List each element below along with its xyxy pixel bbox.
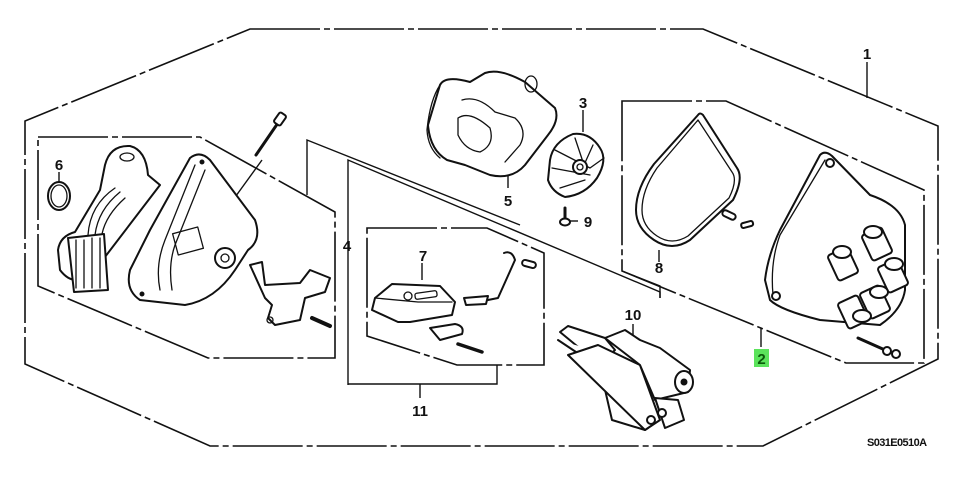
callout-11[interactable]: 11 [412, 403, 428, 420]
callout-7[interactable]: 7 [419, 248, 427, 265]
frame-assembly-1 [24, 28, 939, 447]
cap-seal-part[interactable] [635, 112, 741, 247]
callout-1[interactable]: 1 [863, 46, 871, 63]
bracket-group-11 [348, 365, 498, 385]
cap-screw-parts[interactable] [721, 209, 755, 230]
leader-housing-bolt [232, 159, 263, 201]
callout-6[interactable]: 6 [55, 157, 63, 174]
rotor-part[interactable] [547, 132, 605, 198]
callout-2-highlight[interactable]: 2 [754, 349, 769, 368]
callout-2[interactable]: 2 [757, 351, 765, 368]
distributor-housing-part[interactable] [57, 144, 259, 306]
igniter-lead-part[interactable] [463, 251, 537, 306]
housing-bolt-part[interactable] [254, 111, 287, 157]
rotor-screw-part[interactable] [559, 206, 571, 227]
leak-cover-part[interactable] [426, 70, 558, 178]
callout-10[interactable]: 10 [625, 307, 642, 324]
igniter-unit-part[interactable] [371, 283, 484, 354]
callout-5[interactable]: 5 [504, 193, 512, 210]
callout-8[interactable]: 8 [655, 260, 663, 277]
diagram-reference-code: S031E0510A [867, 437, 927, 449]
callout-3[interactable]: 3 [579, 95, 587, 112]
frame-igniter-set [366, 227, 545, 366]
frame-housing-group [37, 136, 336, 359]
cap-terminal-towers [827, 225, 909, 330]
cap-bolt-part[interactable] [856, 336, 901, 359]
bracket-group-4 [306, 138, 521, 226]
callout-9[interactable]: 9 [584, 214, 592, 231]
o-ring-part[interactable] [47, 181, 71, 211]
distributor-cap-part[interactable] [764, 151, 909, 330]
bracket-group-8 [621, 270, 661, 298]
callout-2-background [754, 349, 769, 367]
ignition-coil-part[interactable] [557, 325, 694, 431]
callout-4[interactable]: 4 [343, 238, 352, 255]
pickup-bracket-part[interactable] [249, 261, 332, 328]
